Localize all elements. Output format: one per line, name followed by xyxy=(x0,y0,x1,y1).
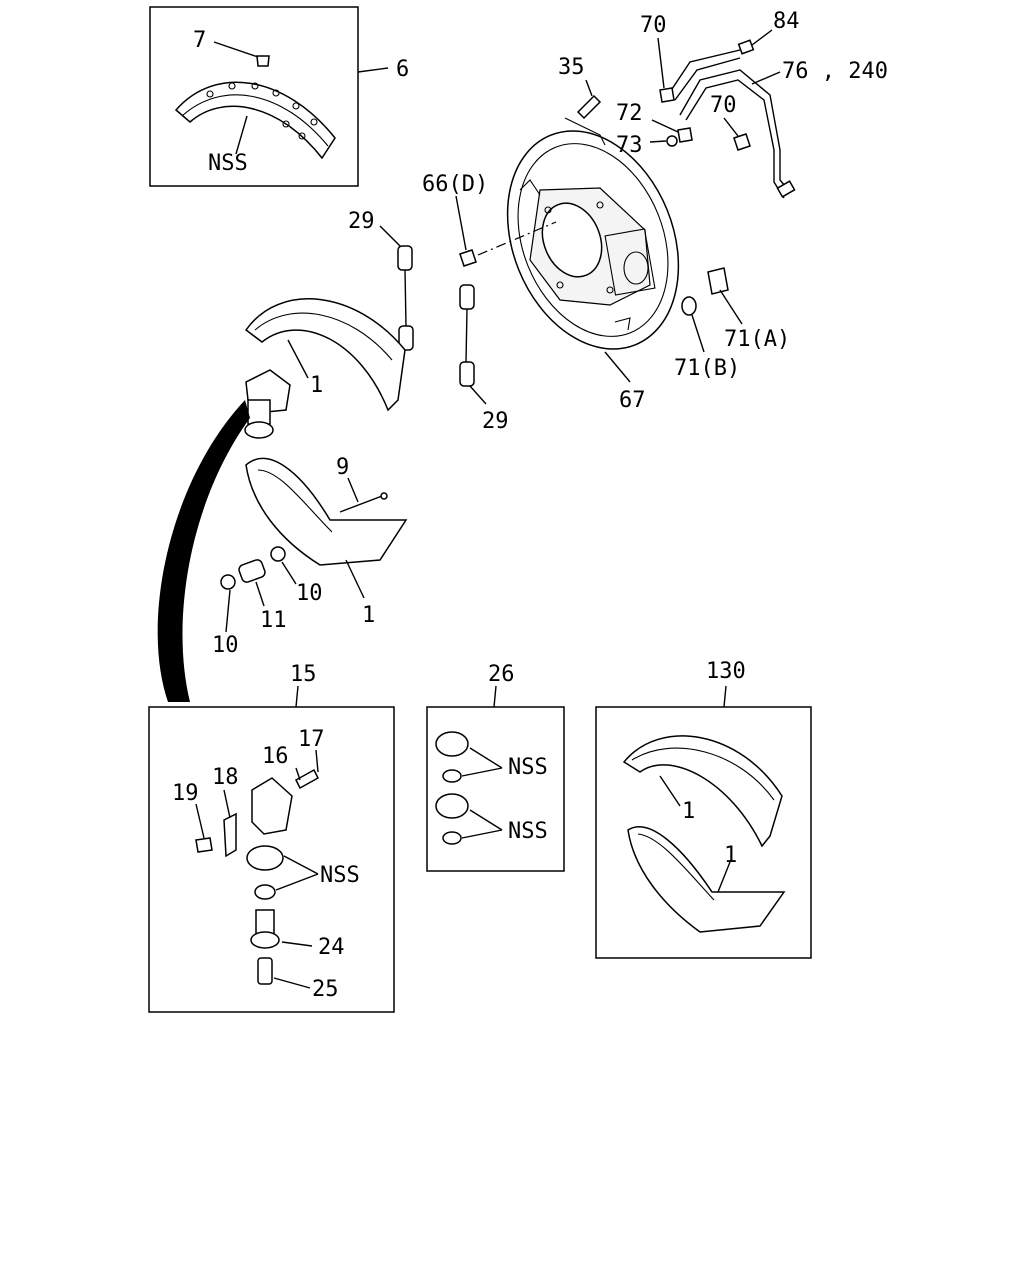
callout-29-upper: 29 xyxy=(348,209,375,234)
callout-11: 11 xyxy=(260,608,287,633)
callout-73: 73 xyxy=(616,133,643,158)
callout-18: 18 xyxy=(212,765,239,790)
bolt-66d xyxy=(455,195,477,267)
callout-70-upper: 70 xyxy=(640,13,667,38)
callout-nss-lining: NSS xyxy=(208,151,248,176)
callout-130: 130 xyxy=(706,659,746,684)
callout-17: 17 xyxy=(298,727,325,752)
callout-66d: 66(D) xyxy=(422,172,488,197)
plug-71a xyxy=(707,267,743,325)
callout-nss-seal-2: NSS xyxy=(508,819,548,844)
callout-10-right: 10 xyxy=(296,581,323,606)
washer-10-left xyxy=(220,574,236,633)
callout-1-lower: 1 xyxy=(362,603,375,628)
plug-71b xyxy=(681,296,705,353)
spring-29-left xyxy=(379,225,414,351)
brake-shoe-upper xyxy=(244,298,406,412)
shoe-set-box xyxy=(595,685,812,959)
callout-70-right: 70 xyxy=(710,93,737,118)
wheel-cylinder-kit-box xyxy=(148,685,395,1013)
callout-35: 35 xyxy=(558,55,585,80)
callout-7: 7 xyxy=(193,28,206,53)
callout-71b: 71(B) xyxy=(674,356,740,381)
brake-shoe-lower xyxy=(245,457,408,599)
callout-16: 16 xyxy=(262,744,289,769)
bolt-35 xyxy=(564,79,606,146)
callout-24: 24 xyxy=(318,935,345,960)
callout-72: 72 xyxy=(616,101,643,126)
callout-9: 9 xyxy=(336,455,349,480)
pin-9 xyxy=(339,477,388,513)
callout-10-left: 10 xyxy=(212,633,239,658)
callout-67: 67 xyxy=(619,388,646,413)
callout-6: 6 xyxy=(396,57,409,82)
callout-1-set-upper: 1 xyxy=(682,799,695,824)
nut-72 xyxy=(651,119,693,143)
lining-kit-box xyxy=(149,6,389,187)
callout-1-set-lower: 1 xyxy=(724,843,737,868)
callout-25: 25 xyxy=(312,977,339,1002)
callout-15: 15 xyxy=(290,662,317,687)
callout-84: 84 xyxy=(773,9,800,34)
callout-1-upper: 1 xyxy=(310,373,323,398)
callout-nss-cylinder: NSS xyxy=(320,863,360,888)
washer-73 xyxy=(649,135,678,147)
spring-11 xyxy=(238,559,266,607)
seal-kit-box xyxy=(426,685,565,872)
clip-70-right xyxy=(723,117,751,151)
callout-29-lower: 29 xyxy=(482,409,509,434)
brake-pipes xyxy=(667,29,796,199)
backing-plate xyxy=(477,130,680,383)
callout-nss-seal-1: NSS xyxy=(508,755,548,780)
callout-19: 19 xyxy=(172,781,199,806)
washer-10-right xyxy=(270,546,297,585)
callout-76-240: 76 , 240 xyxy=(782,59,888,84)
spring-29-right xyxy=(459,284,487,405)
callout-26: 26 xyxy=(488,662,515,687)
clip-70-upper xyxy=(657,37,675,103)
connector-arc xyxy=(157,400,250,702)
callout-71a: 71(A) xyxy=(724,327,790,352)
adjuster-assembly xyxy=(244,369,291,439)
